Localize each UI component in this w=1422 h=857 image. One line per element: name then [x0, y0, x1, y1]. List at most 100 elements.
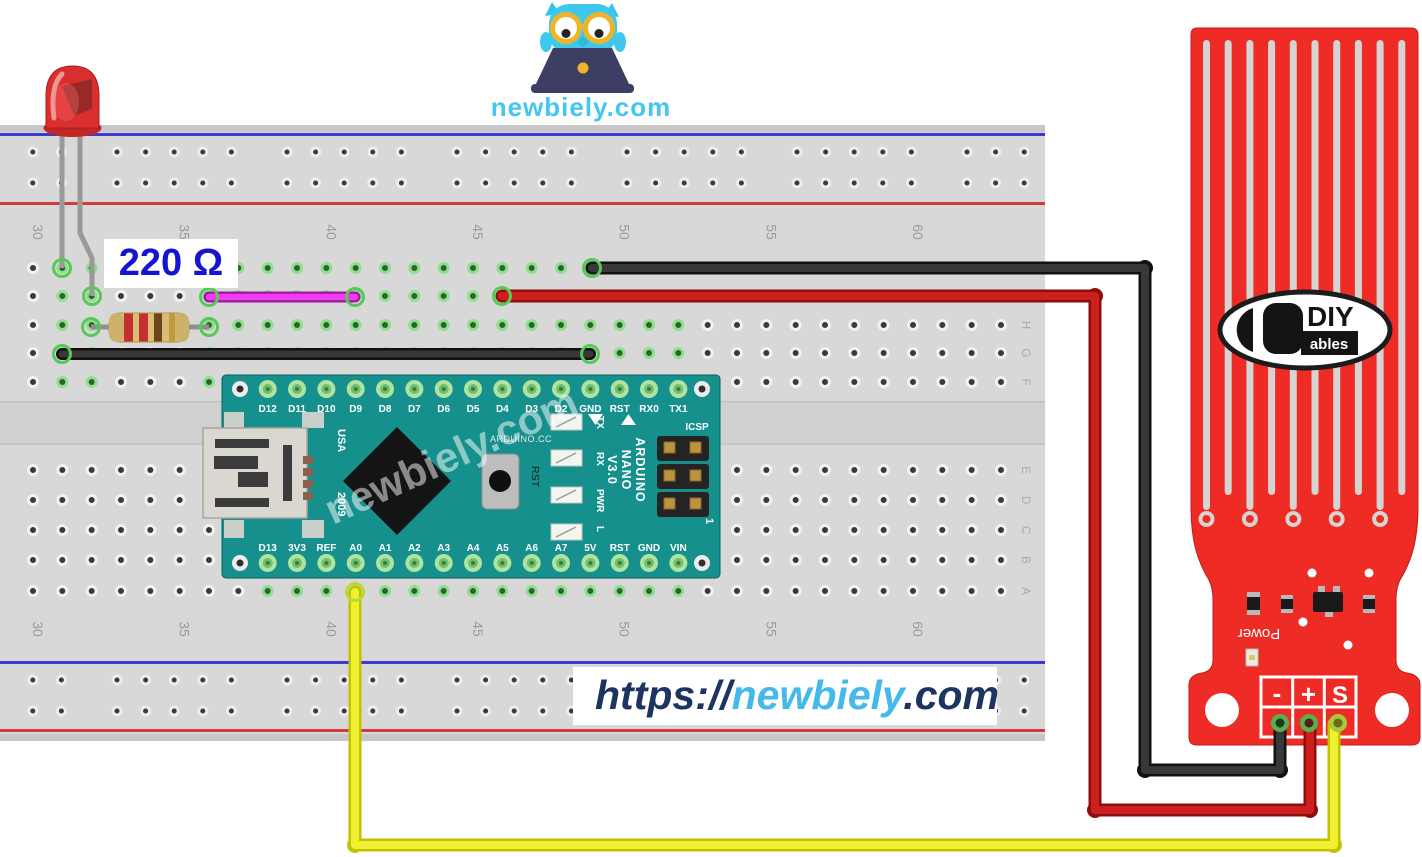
- breadboard-hole: [202, 376, 215, 388]
- breadboard-rail-hole: [111, 177, 123, 189]
- nano-pin-label-D7: D7: [408, 404, 421, 415]
- breadboard-rail-hole: [395, 674, 407, 686]
- breadboard-hole: [56, 319, 69, 331]
- breadboard-hole: [261, 319, 274, 331]
- nano-pin: [265, 387, 270, 391]
- breadboard-hole: [936, 319, 949, 331]
- breadboard-rail-hole: [338, 146, 350, 158]
- breadboard-rail-hole: [197, 705, 209, 717]
- sensor-stripe-pad-hole: [1332, 515, 1341, 523]
- breadboard-hole: [85, 494, 98, 506]
- breadboard-rail-hole: [905, 146, 917, 158]
- nano-pin: [295, 561, 300, 565]
- nano-usb-text-top: USA: [335, 429, 347, 452]
- breadboard-hole: [202, 585, 215, 597]
- breadboard-rail-hole: [848, 177, 860, 189]
- breadboard-rail-hole: [537, 177, 549, 189]
- owl-wing: [540, 32, 552, 52]
- tx-arrow-icon: [621, 414, 636, 425]
- arduino-nano: USA 2009 ARDUINO.CC RST TX RX PWR L ICSP: [202, 374, 721, 579]
- breadboard-hole: [730, 585, 743, 597]
- led-leg: [77, 132, 95, 296]
- nano-pin: [647, 561, 652, 565]
- nano-pin-label-5V: 5V: [584, 543, 597, 554]
- breadboard-hole: [994, 585, 1007, 597]
- nano-pin-label-D5: D5: [467, 404, 480, 415]
- sensor-smd-parts: [1245, 568, 1375, 667]
- breadboard-hole: [114, 524, 127, 536]
- breadboard-rail-hole: [310, 705, 322, 717]
- breadboard-hole: [965, 347, 978, 359]
- breadboard-hole: [437, 319, 450, 331]
- usb-solder-tab: [302, 412, 324, 428]
- nano-pin: [383, 387, 388, 391]
- breadboard-rail-hole: [367, 146, 379, 158]
- led-die: [62, 79, 92, 116]
- breadboard-column-label: 50: [617, 224, 633, 240]
- breadboard-hole: [173, 494, 186, 506]
- breadboard-hole: [378, 262, 391, 274]
- breadboard-rail-hole: [225, 146, 237, 158]
- breadboard-rail-hole: [168, 705, 180, 717]
- breadboard-hole: [906, 554, 919, 566]
- breadboard-hole: [466, 319, 479, 331]
- breadboard-row-letter: B: [1019, 556, 1031, 564]
- breadboard-rail-hole: [225, 705, 237, 717]
- usb-contact: [303, 480, 313, 488]
- breadboard-hole: [408, 290, 421, 302]
- sensor-board: [1188, 27, 1421, 746]
- icsp-pin: [663, 469, 676, 482]
- breadboard-hole: [56, 585, 69, 597]
- breadboard-hole: [906, 376, 919, 388]
- breadboard-hole: [378, 585, 391, 597]
- breadboard-rail-hole: [367, 705, 379, 717]
- breadboard-column-label: 55: [763, 224, 779, 240]
- url-suffix: .com: [903, 672, 999, 718]
- nano-pin-label-A1: A1: [379, 543, 392, 554]
- sensor-stripe: [1268, 40, 1276, 495]
- nano-pin: [295, 387, 300, 391]
- breadboard-hole: [848, 554, 861, 566]
- nano-pin-label-RST: RST: [610, 543, 630, 554]
- breadboard-hole: [349, 319, 362, 331]
- breadboard-hole: [994, 494, 1007, 506]
- breadboard-hole: [848, 319, 861, 331]
- water-level-sensor: DIY ables Power: [1188, 27, 1421, 746]
- breadboard-hole: [730, 494, 743, 506]
- breadboard-rail-hole: [707, 146, 719, 158]
- breadboard-rail-hole: [27, 146, 39, 158]
- breadboard-hole: [730, 464, 743, 476]
- nano-pin-label-D12: D12: [259, 404, 278, 415]
- nano-pin-label-A4: A4: [467, 543, 480, 554]
- breadboard-rail-hole: [27, 674, 39, 686]
- breadboard-hole: [85, 464, 98, 476]
- breadboard-hole: [290, 319, 303, 331]
- breadboard-rail-hole: [820, 146, 832, 158]
- breadboard-hole: [818, 319, 831, 331]
- breadboard-column-label: 35: [177, 224, 193, 240]
- breadboard-hole: [848, 494, 861, 506]
- breadboard-hole: [789, 319, 802, 331]
- breadboard-rail-hole: [480, 146, 492, 158]
- breadboard-hole: [994, 524, 1007, 536]
- nano-pin: [617, 561, 622, 565]
- breadboard-hole: [27, 290, 39, 302]
- breadboard-hole: [114, 554, 127, 566]
- owl-beak: [577, 36, 589, 48]
- nano-pin: [529, 387, 534, 391]
- breadboard-hole: [56, 376, 69, 388]
- breadboard-hole: [818, 585, 831, 597]
- top-rail-positive-line: [0, 202, 1045, 205]
- resistor-band-red: [124, 313, 133, 342]
- breadboard-hole: [85, 524, 98, 536]
- breadboard-rail-hole: [678, 146, 690, 158]
- nano-pin: [471, 387, 476, 391]
- breadboard-rail-hole: [990, 177, 1002, 189]
- nano-pin-label-D11: D11: [288, 404, 306, 415]
- nano-pin: [676, 387, 681, 391]
- nano-mount-holes: [232, 381, 710, 571]
- breadboard-hole: [56, 464, 69, 476]
- breadboard-hole: [27, 494, 39, 506]
